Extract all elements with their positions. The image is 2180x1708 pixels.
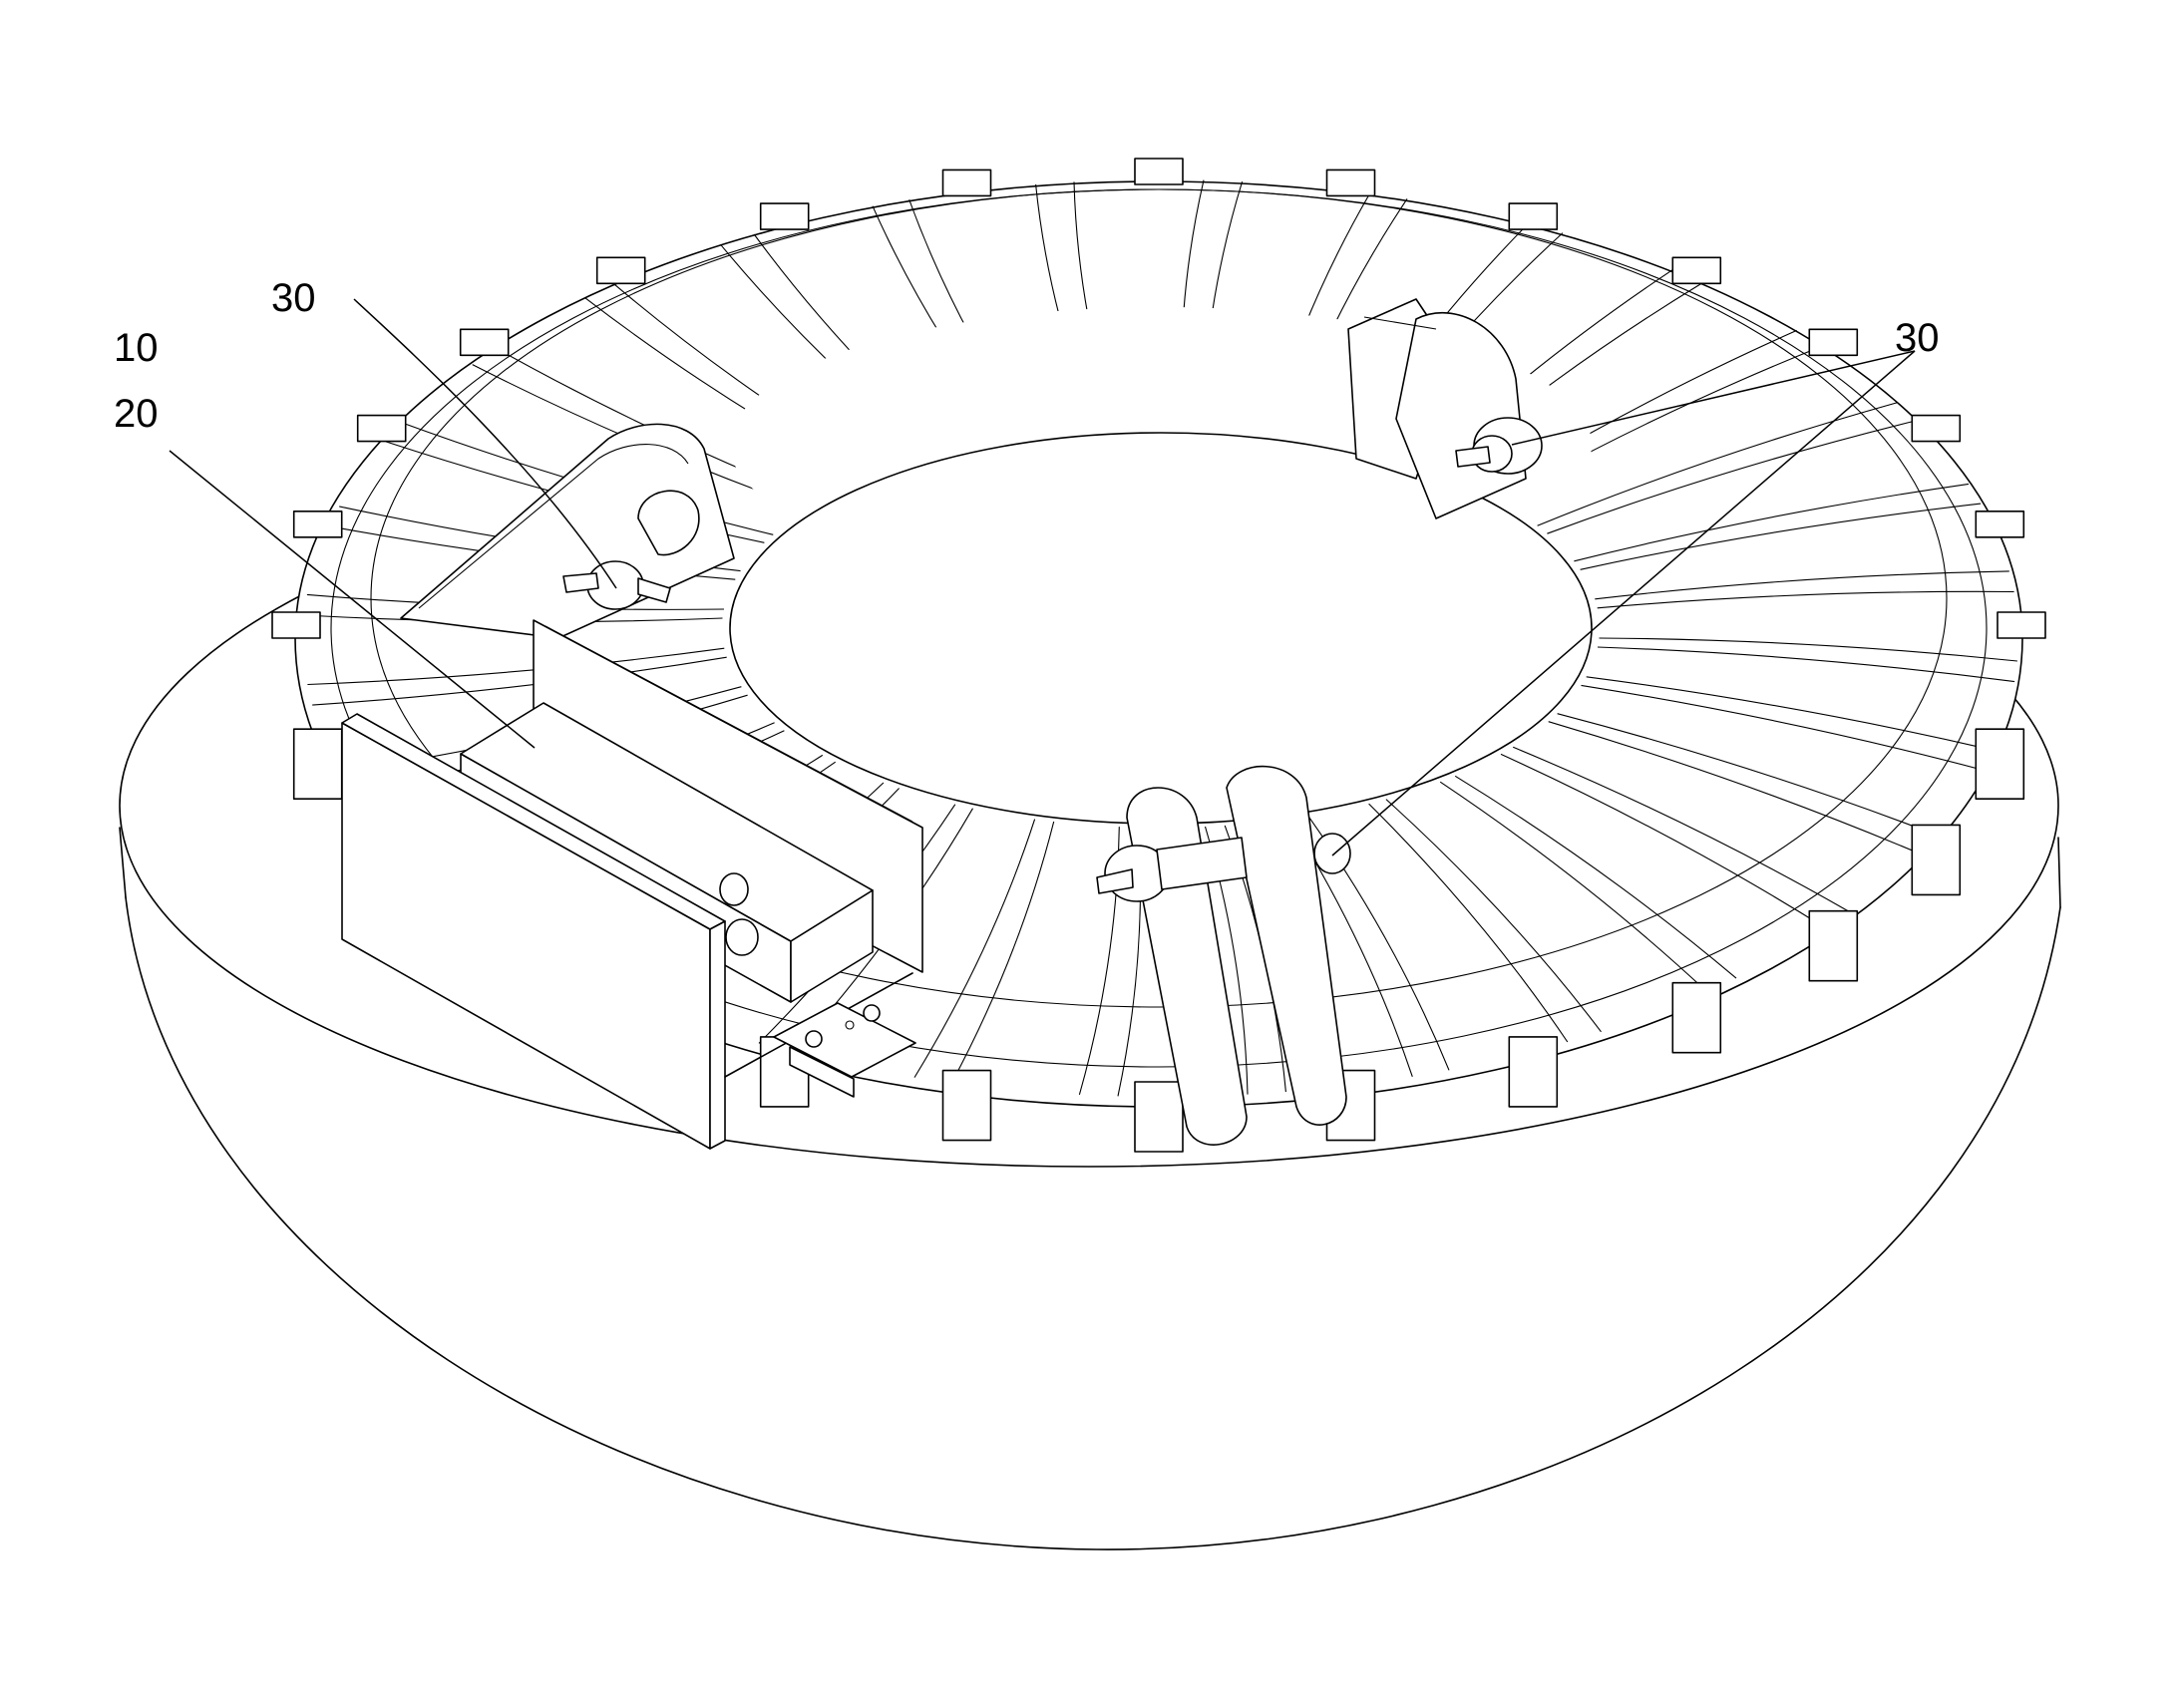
rib-block: [1975, 728, 2025, 801]
rib-line: [1597, 590, 2014, 609]
rib-block: [271, 611, 321, 639]
rib-line: [1557, 713, 1937, 836]
rib-block: [1911, 824, 1962, 896]
rib-line: [1547, 420, 1917, 534]
rib-line: [1586, 676, 1994, 751]
rib-line: [1512, 746, 1850, 912]
rib-line: [1454, 775, 1737, 979]
rib-block: [1671, 256, 1722, 285]
label-10: 10: [114, 326, 159, 370]
leader-30-right-lower: [1331, 350, 1916, 856]
rib-block: [1134, 1081, 1184, 1153]
rib-line: [312, 656, 727, 706]
hinge-bracket-upper-right: [1347, 298, 1543, 519]
rib-block: [1808, 328, 1859, 357]
rib-line: [1581, 684, 1983, 771]
rib-line: [1548, 721, 1919, 854]
rib-block: [459, 328, 510, 357]
label-30-left: 30: [271, 276, 316, 320]
rib-block: [1325, 169, 1376, 197]
rib-block: [941, 169, 992, 197]
rib-line: [950, 821, 1055, 1084]
rib-line: [1580, 503, 1982, 570]
battery-box-assembly: [341, 619, 923, 1150]
rib-block: [1975, 510, 2025, 538]
rib-line: [307, 647, 725, 686]
rib-block: [292, 510, 343, 538]
rib-line: [1385, 799, 1602, 1033]
rib-block: [1997, 611, 2046, 639]
rib-line: [1595, 570, 2009, 600]
rib-block: [759, 202, 810, 230]
rib-line: [913, 819, 1036, 1078]
leader-30-right-upper: [1511, 350, 1916, 446]
rib-line: [1574, 483, 1970, 562]
label-20: 20: [114, 392, 159, 436]
rib-line: [1537, 402, 1898, 526]
rib-block: [292, 728, 343, 801]
hinge-bracket-lower: [1096, 765, 1351, 1146]
hinge-bracket-upper-left: [400, 423, 735, 639]
rib-block: [1671, 981, 1722, 1054]
leader-20: [169, 450, 536, 749]
rib-line: [1439, 781, 1708, 993]
rib-block: [941, 1069, 992, 1142]
rib-block: [1911, 414, 1962, 443]
rib-line: [1597, 646, 2015, 683]
rib-block: [1508, 1036, 1559, 1108]
leader-lines: [169, 298, 1916, 856]
rib-block: [356, 414, 407, 443]
rib-block: [1134, 158, 1184, 185]
rib-line: [1500, 753, 1826, 929]
label-30-right: 30: [1895, 316, 1940, 360]
rib-block: [1808, 909, 1859, 982]
rib-block: [1508, 202, 1559, 230]
rib-line: [1599, 637, 2017, 662]
rib-block: [595, 256, 646, 285]
leader-30-left: [353, 298, 617, 589]
rib-line: [1368, 803, 1569, 1043]
